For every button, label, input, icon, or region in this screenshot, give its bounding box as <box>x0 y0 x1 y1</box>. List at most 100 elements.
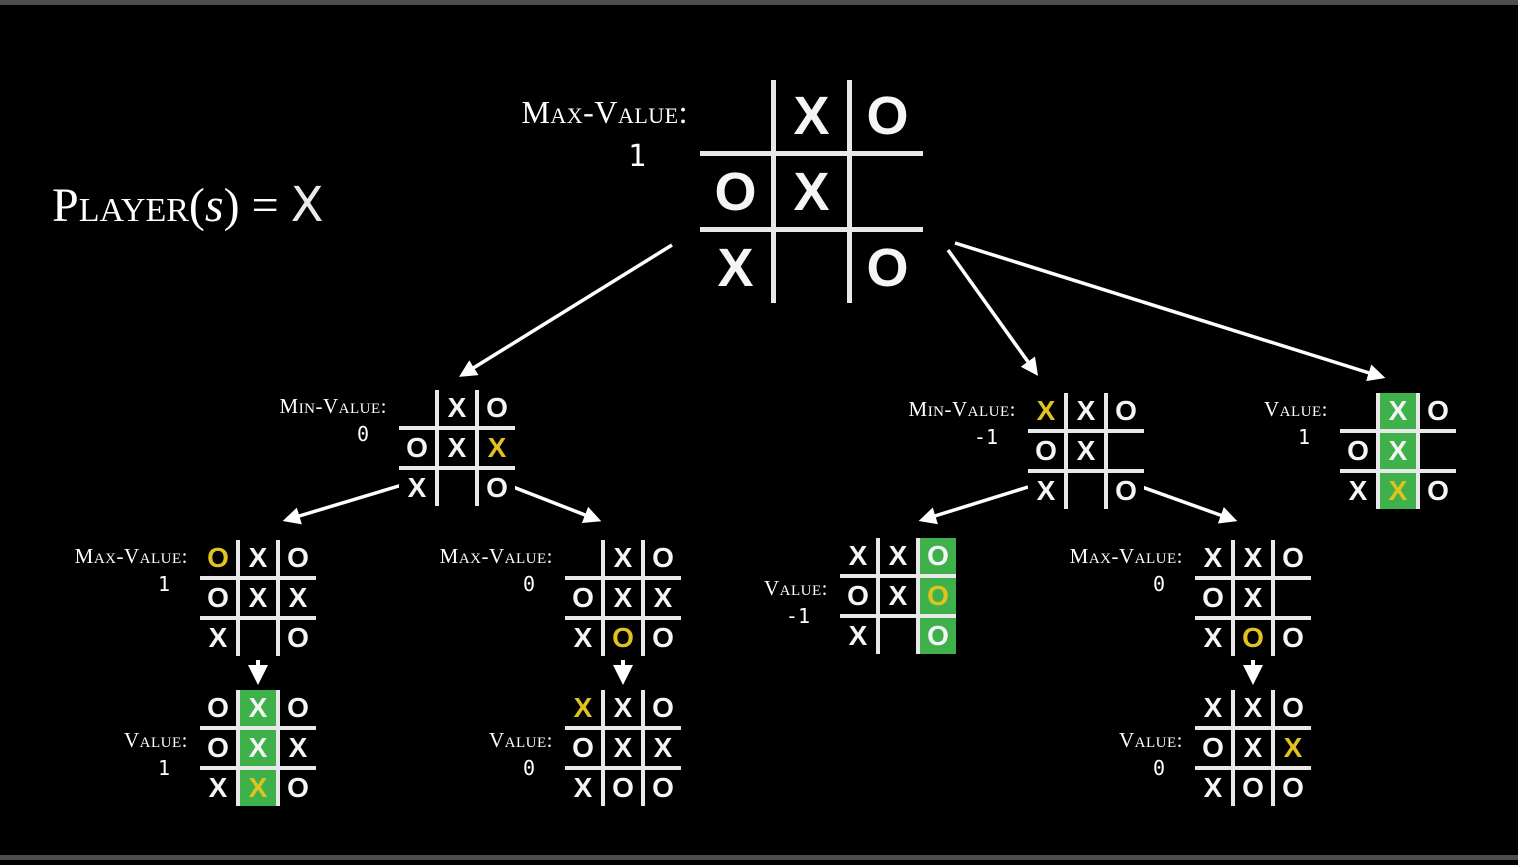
o-piece: O <box>287 692 309 723</box>
edge-child1-gc1b <box>507 483 602 524</box>
x-piece: X <box>1203 772 1223 803</box>
x-piece: X <box>653 732 673 763</box>
board-cell: O <box>200 540 236 576</box>
board-cell: X <box>1380 393 1416 429</box>
x-piece: X <box>1076 395 1096 426</box>
board-cell: O <box>1195 580 1231 616</box>
board-cell: X <box>1195 620 1231 656</box>
node-gc2a-label-value: -1 <box>785 604 810 628</box>
o-piece: O <box>1242 772 1264 803</box>
player-equation-state-var: s <box>204 179 224 232</box>
o-piece: O <box>287 772 309 803</box>
board-cell: X <box>1340 473 1376 509</box>
node-gc2b-label-value: 0 <box>1152 572 1165 596</box>
board-cell <box>240 620 276 656</box>
x-piece: X <box>848 540 868 571</box>
board-cell: O <box>1195 730 1231 766</box>
board-cell <box>1275 580 1311 616</box>
board-cell: O <box>1235 770 1271 806</box>
board-cell: X <box>280 580 316 616</box>
o-piece: O <box>486 472 508 503</box>
x-piece: X <box>613 692 633 723</box>
board-cell <box>1068 473 1104 509</box>
board-cell: O <box>645 620 681 656</box>
board-cell <box>399 390 435 426</box>
o-piece: O <box>572 732 594 763</box>
x-piece: X <box>613 732 633 763</box>
board-cell: X <box>1235 580 1271 616</box>
o-piece: O <box>207 732 229 763</box>
x-piece: X <box>1036 395 1056 426</box>
board-cell: X <box>605 730 641 766</box>
board-cell: X <box>1235 540 1271 576</box>
board-cell: X <box>439 430 475 466</box>
x-piece: X <box>1243 692 1263 723</box>
o-piece: O <box>612 772 634 803</box>
o-piece: O <box>652 692 674 723</box>
board-cell <box>1340 393 1376 429</box>
x-piece: X <box>573 692 593 723</box>
board-cell: O <box>920 578 956 614</box>
x-piece: X <box>1203 692 1223 723</box>
x-piece: X <box>1076 435 1096 466</box>
board-cell: O <box>1108 473 1144 509</box>
board-cell: O <box>645 690 681 726</box>
edge-root-child2 <box>946 248 1039 376</box>
o-piece: O <box>714 161 757 222</box>
node-root-label: Max-Value: 1 <box>521 94 688 174</box>
player-equation-x: X <box>290 177 324 233</box>
o-piece: O <box>1115 395 1137 426</box>
board-cell: X <box>240 770 276 806</box>
o-piece: O <box>1035 435 1057 466</box>
board-cell <box>880 618 916 654</box>
x-piece: X <box>1203 542 1223 573</box>
edge-child1-gc1a <box>282 483 403 525</box>
board-cell <box>439 470 475 506</box>
board-cell: O <box>399 430 435 466</box>
node-root-label-text: Max-Value: <box>521 94 688 130</box>
o-piece: O <box>1202 582 1224 613</box>
o-piece: O <box>1115 475 1137 506</box>
node-gc1a-label-text: Max-Value: <box>74 544 188 568</box>
x-piece: X <box>407 472 427 503</box>
board-cell: X <box>1235 690 1271 726</box>
x-piece: X <box>248 692 268 723</box>
board-cell: O <box>200 730 236 766</box>
o-piece: O <box>612 622 634 653</box>
player-equation-prefix: Player( <box>52 179 205 232</box>
board-cell: X <box>776 156 847 227</box>
o-piece: O <box>927 540 949 571</box>
node-gc2b-label: Max-Value: 0 <box>1070 544 1183 596</box>
board-cell: O <box>565 730 601 766</box>
x-piece: X <box>793 85 830 146</box>
x-piece: X <box>208 622 228 653</box>
board-cell: X <box>1028 473 1064 509</box>
board-cell: X <box>1195 540 1231 576</box>
node-child1-label: Min-Value: 0 <box>280 394 387 446</box>
x-piece: X <box>888 540 908 571</box>
board-cell: X <box>565 690 601 726</box>
board-cell: X <box>1195 690 1231 726</box>
board-cell: O <box>1420 473 1456 509</box>
board-cell: X <box>605 540 641 576</box>
x-piece: X <box>1243 732 1263 763</box>
node-gc2b-label-text: Max-Value: <box>1069 544 1183 568</box>
x-piece: X <box>248 772 268 803</box>
x-piece: X <box>248 582 268 613</box>
board-cell <box>776 232 847 303</box>
node-gc1b-label-value: 0 <box>522 572 535 596</box>
o-piece: O <box>1427 475 1449 506</box>
board-cell: O <box>280 620 316 656</box>
board-cell: X <box>240 690 276 726</box>
o-piece: O <box>406 432 428 463</box>
board-cell: O <box>605 620 641 656</box>
node-val1a-label-text: Value: <box>124 728 188 752</box>
